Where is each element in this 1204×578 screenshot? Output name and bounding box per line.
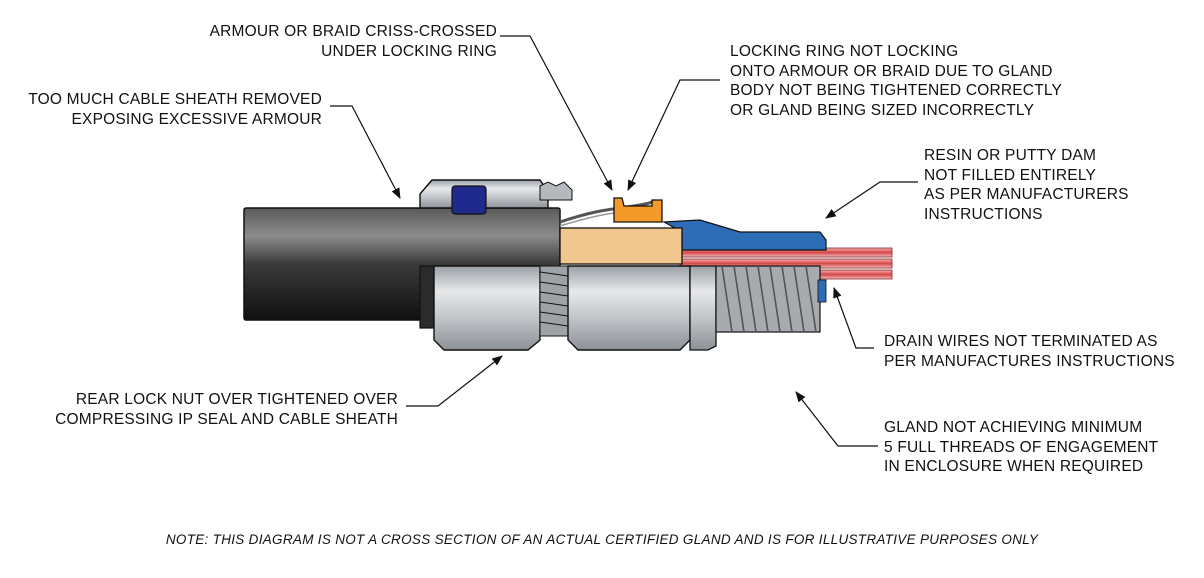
leader-rear-lock-nut: [406, 355, 503, 407]
callout-resin-dam: RESIN OR PUTTY DAM NOT FILLED ENTIRELY A…: [924, 147, 1129, 223]
leader-armour-criss-crossed: [500, 35, 613, 191]
leader-lines: [330, 35, 918, 447]
gland-body: [567, 265, 691, 351]
callout-locking-ring: LOCKING RING NOT LOCKING ONTO ARMOUR OR …: [730, 43, 1063, 119]
cone: [559, 227, 683, 265]
rear-lock-nut: [419, 265, 541, 351]
leader-locking-ring: [627, 79, 720, 191]
leader-gland-threads: [795, 391, 878, 447]
callout-rear-lock-nut: REAR LOCK NUT OVER TIGHTENED OVER COMPRE…: [55, 391, 398, 428]
locking-ring: [613, 197, 663, 223]
resin-dam: [661, 219, 827, 251]
leader-drain-wires: [833, 286, 874, 349]
mid-thread: [539, 265, 569, 337]
disclaimer-note: NOTE: THIS DIAGRAM IS NOT A CROSS SECTIO…: [165, 532, 1039, 547]
leader-resin-dam: [825, 181, 918, 219]
callout-armour-criss-crossed: ARMOUR OR BRAID CRISS-CROSSED UNDER LOCK…: [209, 23, 497, 60]
callout-drain-wires: DRAIN WIRES NOT TERMINATED AS PER MANUFA…: [884, 333, 1175, 370]
seal-housing: [419, 179, 573, 215]
callout-sheath-removed: TOO MUCH CABLE SHEATH REMOVED EXPOSING E…: [28, 91, 322, 128]
callout-gland-threads: GLAND NOT ACHIEVING MINIMUM 5 FULL THREA…: [884, 419, 1159, 475]
leader-sheath-removed: [330, 105, 401, 199]
entry-thread: [689, 265, 827, 351]
